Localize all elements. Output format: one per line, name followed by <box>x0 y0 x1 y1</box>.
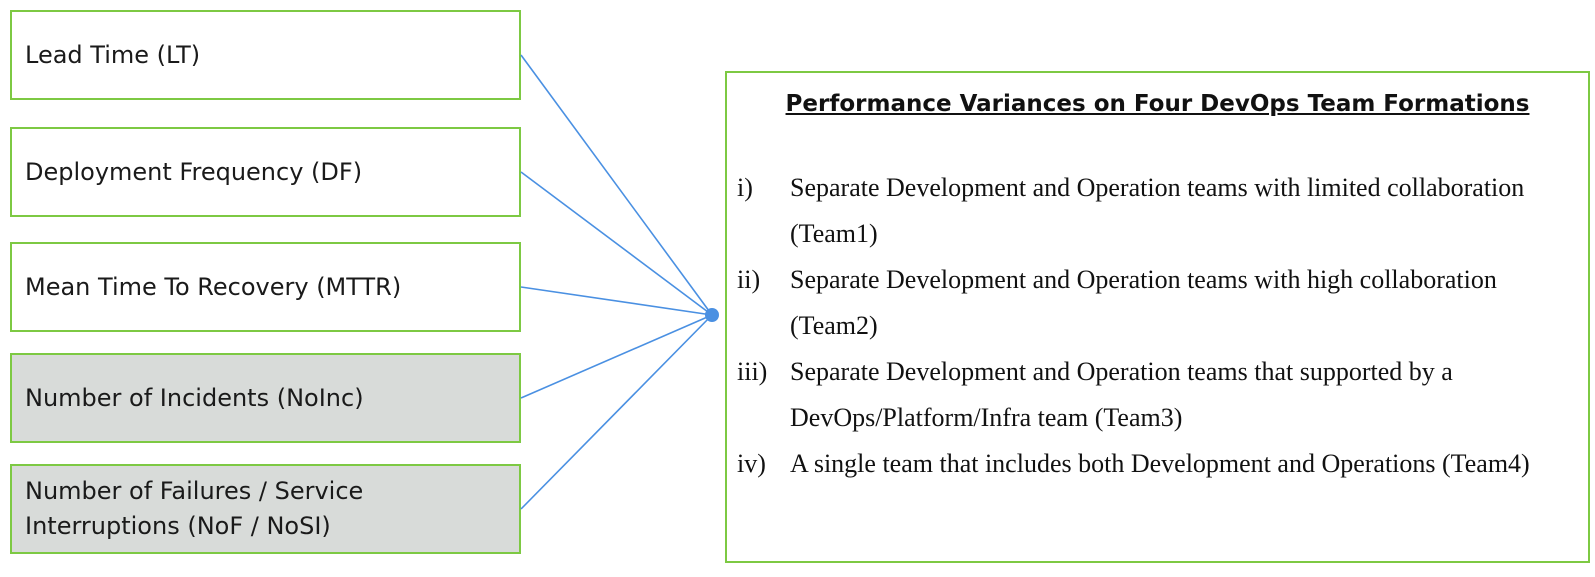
formation-text: Separate Development and Operation teams… <box>790 357 1453 432</box>
metric-box-mttr: Mean Time To Recovery (MTTR) <box>10 242 521 332</box>
connector-node <box>705 308 719 322</box>
formation-number: iv) <box>737 449 766 478</box>
metric-label: Number of Incidents (NoInc) <box>25 383 364 412</box>
metric-label: Deployment Frequency (DF) <box>25 157 363 186</box>
connector-line <box>520 171 713 316</box>
formation-number: i) <box>737 173 753 202</box>
metric-box-failures: Number of Failures / Service Interruptio… <box>10 464 521 554</box>
formations-panel: Performance Variances on Four DevOps Tea… <box>725 71 1590 563</box>
connector-line <box>520 314 713 399</box>
metric-label: Mean Time To Recovery (MTTR) <box>25 272 402 301</box>
metric-box-incidents: Number of Incidents (NoInc) <box>10 353 521 443</box>
formation-text: Separate Development and Operation teams… <box>790 265 1497 340</box>
metric-label: Number of Failures / Service Interruptio… <box>25 477 364 540</box>
formation-number: ii) <box>737 265 761 294</box>
formation-item: i) Separate Development and Operation te… <box>737 165 1577 257</box>
metric-label: Lead Time (LT) <box>25 40 201 69</box>
connector-line <box>520 314 713 510</box>
connector-line <box>520 286 713 316</box>
metric-box-deployment-frequency: Deployment Frequency (DF) <box>10 127 521 217</box>
formation-text: Separate Development and Operation teams… <box>790 173 1525 248</box>
formation-item: iv) A single team that includes both Dev… <box>737 441 1577 487</box>
panel-title: Performance Variances on Four DevOps Tea… <box>785 91 1530 117</box>
formation-text: A single team that includes both Develop… <box>790 449 1530 478</box>
formation-item: ii) Separate Development and Operation t… <box>737 257 1577 349</box>
metric-box-lead-time: Lead Time (LT) <box>10 10 521 100</box>
connector-line <box>520 54 713 316</box>
formation-number: iii) <box>737 357 768 386</box>
formation-item: iii) Separate Development and Operation … <box>737 349 1577 441</box>
